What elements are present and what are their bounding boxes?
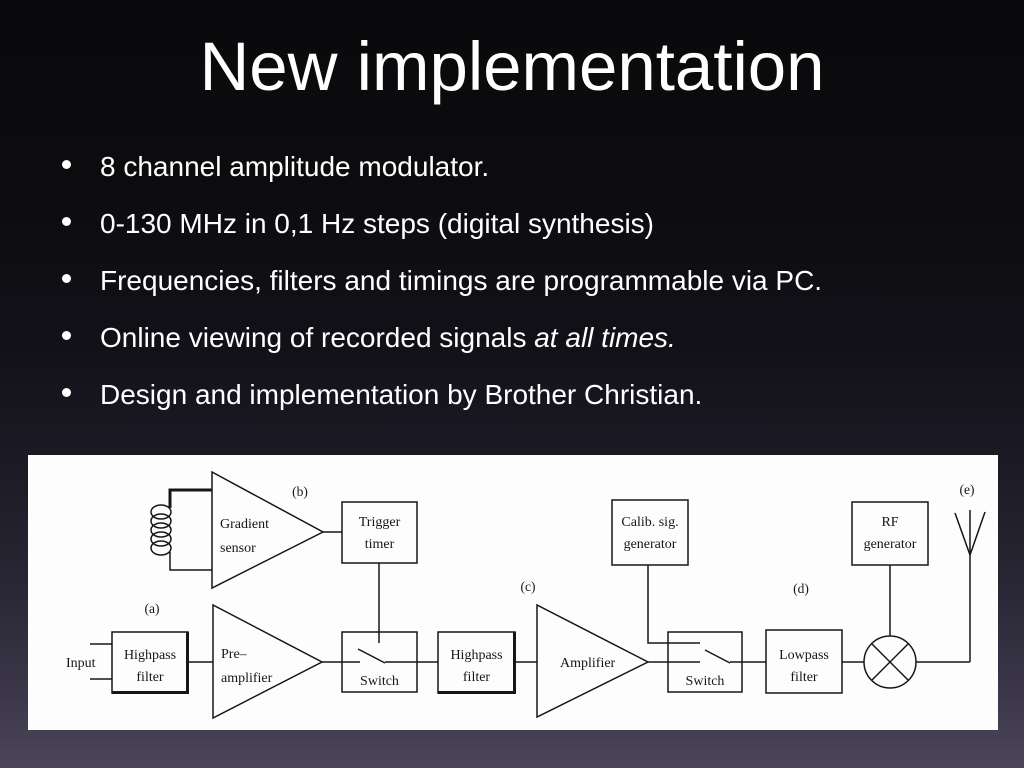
lowpass-label-2: filter xyxy=(790,670,818,685)
bullet-dot-icon xyxy=(62,217,71,226)
preamplifier-label-1: Pre– xyxy=(221,647,248,662)
calib-generator-label-1: Calib. sig. xyxy=(621,515,678,530)
block-diagram-figure: Gradient sensor (b) Trigger timer Calib.… xyxy=(28,455,998,730)
switch-2-box: Switch xyxy=(667,631,743,693)
gradient-sensor-label-2: sensor xyxy=(220,541,256,556)
switch-lever-icon xyxy=(704,649,731,664)
preamplifier-label-2: amplifier xyxy=(221,671,273,686)
antenna-icon xyxy=(954,510,986,662)
trigger-timer-label-2: timer xyxy=(365,537,395,552)
switch-lever-icon xyxy=(357,648,386,664)
figure-label-a: (a) xyxy=(145,601,160,616)
bullet-dot-icon xyxy=(62,331,71,340)
highpass2-label-2: filter xyxy=(463,670,491,685)
trigger-timer-label-1: Trigger xyxy=(359,515,401,530)
page-title: New implementation xyxy=(199,28,825,105)
coil-icon xyxy=(150,488,212,571)
trigger-timer-box: Trigger timer xyxy=(341,501,418,564)
mixer-icon xyxy=(863,635,917,689)
bullet-text: 0-130 MHz in 0,1 Hz steps (digital synth… xyxy=(100,208,654,239)
bullet-item: Frequencies, filters and timings are pro… xyxy=(62,266,822,296)
bullet-item: 0-130 MHz in 0,1 Hz steps (digital synth… xyxy=(62,209,822,239)
bullet-text: 8 channel amplitude modulator. xyxy=(100,151,490,182)
lowpass-label-1: Lowpass xyxy=(779,648,829,663)
bullet-text: Frequencies, filters and timings are pro… xyxy=(100,265,823,296)
rf-generator-label-1: RF xyxy=(881,515,898,530)
amplifier-label: Amplifier xyxy=(560,656,616,671)
highpass-filter-1-box: Highpass filter xyxy=(111,631,189,694)
amplifier-triangle: Amplifier xyxy=(536,603,650,719)
switch2-label: Switch xyxy=(686,674,725,689)
lowpass-filter-box: Lowpass filter xyxy=(765,629,843,694)
switch1-label: Switch xyxy=(360,674,399,689)
calib-control-line xyxy=(647,565,700,644)
highpass-filter-2-box: Highpass filter xyxy=(437,631,516,694)
figure-label-b: (b) xyxy=(292,484,308,499)
bullet-item: Design and implementation by Brother Chr… xyxy=(62,380,822,410)
rf-generator-box: RF generator xyxy=(851,501,929,566)
bullet-item: Online viewing of recorded signals at al… xyxy=(62,323,822,353)
highpass1-label-1: Highpass xyxy=(124,648,176,663)
bullet-text: Design and implementation by Brother Chr… xyxy=(100,379,703,410)
block-diagram-svg: Gradient sensor (b) Trigger timer Calib.… xyxy=(66,470,986,720)
bullet-dot-icon xyxy=(62,274,71,283)
figure-label-e: (e) xyxy=(960,482,975,497)
calib-generator-label-2: generator xyxy=(624,537,677,552)
gradient-sensor-label-1: Gradient xyxy=(220,517,269,532)
bullet-dot-icon xyxy=(62,160,71,169)
calib-signal-generator-box: Calib. sig. generator xyxy=(611,499,689,566)
preamplifier-triangle: Pre– amplifier xyxy=(212,603,324,720)
highpass1-label-2: filter xyxy=(136,670,164,685)
highpass2-label-1: Highpass xyxy=(450,648,502,663)
bullet-list: 8 channel amplitude modulator. 0-130 MHz… xyxy=(62,152,822,437)
bullet-dot-icon xyxy=(62,388,71,397)
bullet-item: 8 channel amplitude modulator. xyxy=(62,152,822,182)
figure-label-c: (c) xyxy=(521,579,536,594)
bullet-text-italic: at all times. xyxy=(534,322,676,353)
bullet-text: Online viewing of recorded signals xyxy=(100,322,535,353)
gradient-sensor-amplifier: Gradient sensor xyxy=(211,470,325,590)
figure-label-d: (d) xyxy=(793,581,809,596)
rf-generator-label-2: generator xyxy=(864,537,917,552)
input-label: Input xyxy=(66,656,96,671)
